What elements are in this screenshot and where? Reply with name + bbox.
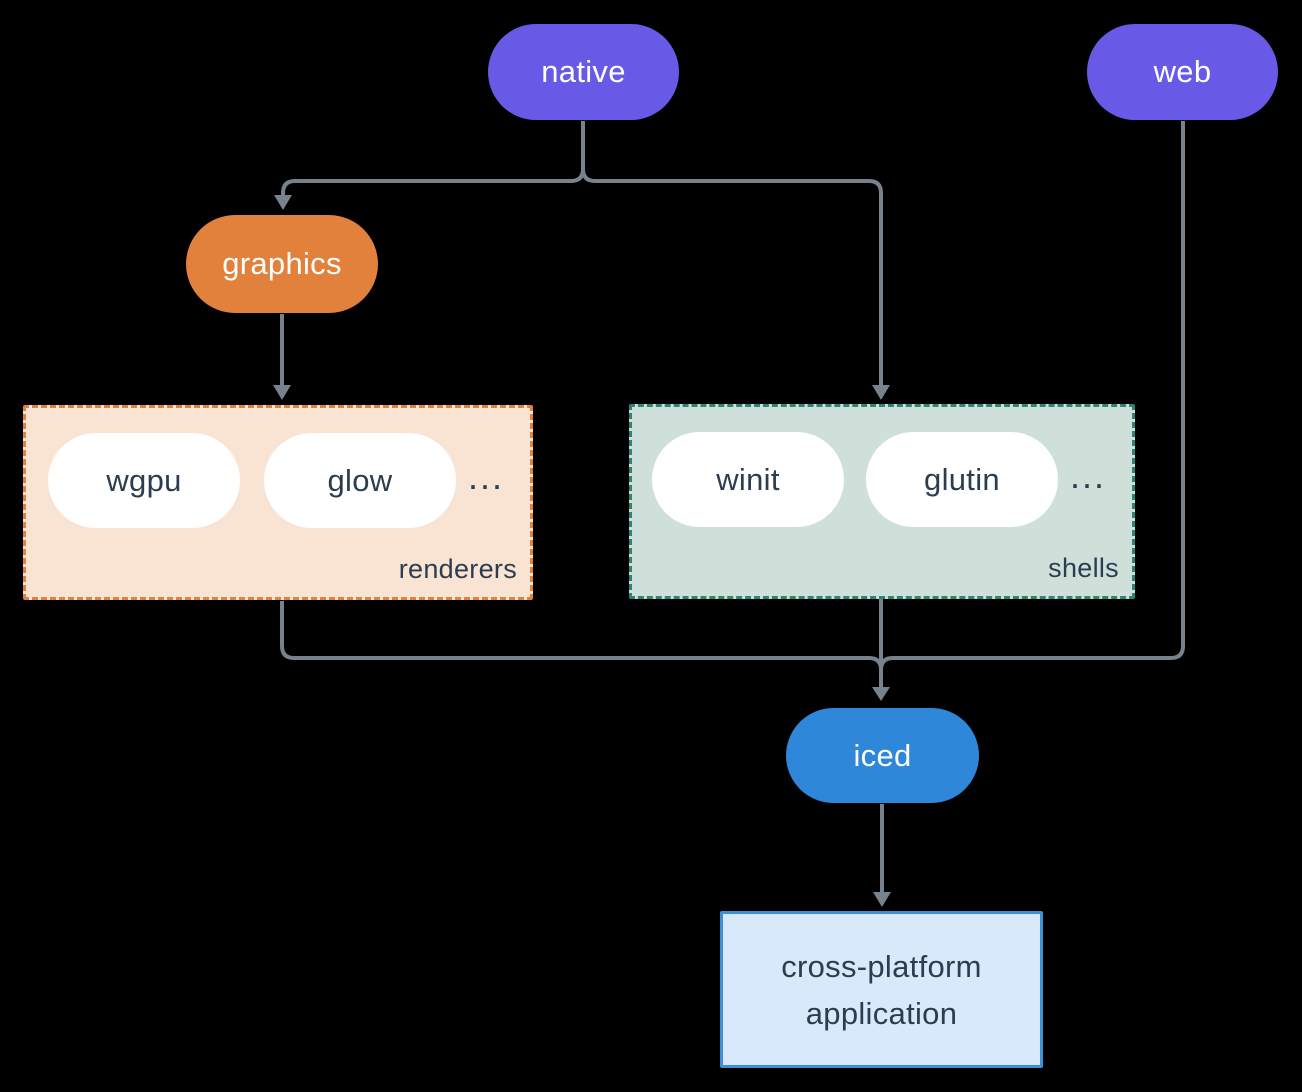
- edge-native-to-graphics: [281, 121, 585, 196]
- node-glow: glow: [264, 433, 456, 528]
- node-iced: iced: [786, 708, 979, 803]
- node-native-label: native: [541, 54, 626, 89]
- arrowhead-into-graphics: [274, 195, 292, 210]
- edge-native-to-shells: [581, 168, 883, 385]
- arrowhead-into-app: [873, 892, 891, 907]
- node-iced-label: iced: [853, 737, 912, 773]
- node-graphics-label: graphics: [222, 246, 342, 281]
- arrowhead-into-renderers: [273, 385, 291, 400]
- node-web-label: web: [1153, 54, 1212, 89]
- group-renderers: wgpu glow ... renderers: [23, 405, 533, 600]
- node-wgpu: wgpu: [48, 433, 240, 528]
- renderers-group-label: renderers: [398, 554, 517, 584]
- arrowhead-into-iced: [872, 687, 890, 701]
- shells-ellipsis: ...: [1069, 455, 1106, 496]
- node-glutin: glutin: [866, 432, 1058, 527]
- node-native: native: [488, 24, 679, 120]
- node-cross-platform-application: cross-platform application: [720, 911, 1043, 1068]
- node-winit: winit: [652, 432, 844, 527]
- node-app-label: cross-platform application: [781, 948, 982, 1031]
- node-winit-label: winit: [716, 461, 780, 497]
- arrowhead-into-shells: [872, 385, 890, 400]
- node-wgpu-label: wgpu: [106, 462, 182, 498]
- renderers-ellipsis: ...: [467, 456, 504, 497]
- group-shells: winit glutin ... shells: [629, 404, 1135, 599]
- node-graphics: graphics: [186, 215, 378, 313]
- node-web: web: [1087, 24, 1278, 120]
- shells-group-label: shells: [1048, 553, 1119, 583]
- edge-renderers-to-iced: [280, 601, 883, 671]
- node-glutin-label: glutin: [924, 461, 1000, 497]
- node-glow-label: glow: [327, 462, 393, 498]
